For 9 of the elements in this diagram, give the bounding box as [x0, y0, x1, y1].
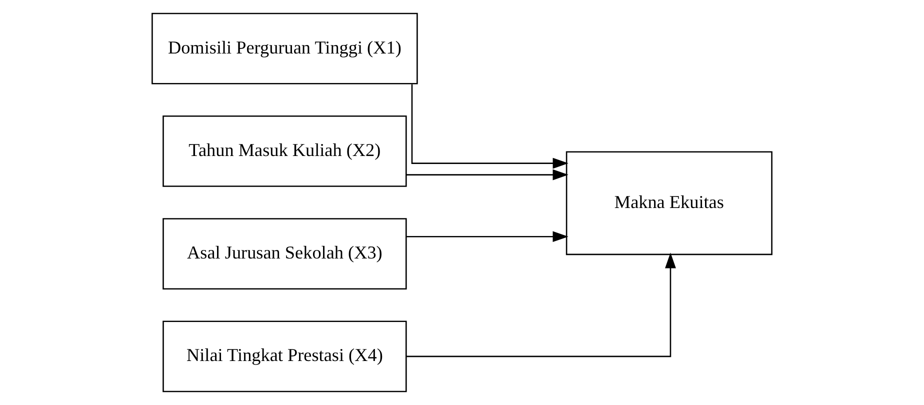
arrow — [411, 84, 568, 169]
node-box: Makna Ekuitas — [566, 151, 772, 256]
node-box: Nilai Tingkat Prestasi (X4) — [162, 320, 407, 392]
node-box: Tahun Masuk Kuliah (X2) — [162, 115, 407, 187]
arrow — [406, 231, 568, 242]
node-box: Asal Jurusan Sekolah (X3) — [162, 218, 407, 290]
arrow — [406, 252, 676, 358]
node-box: Domisili Perguruan Tinggi (X1) — [152, 12, 418, 84]
arrow — [406, 169, 568, 180]
